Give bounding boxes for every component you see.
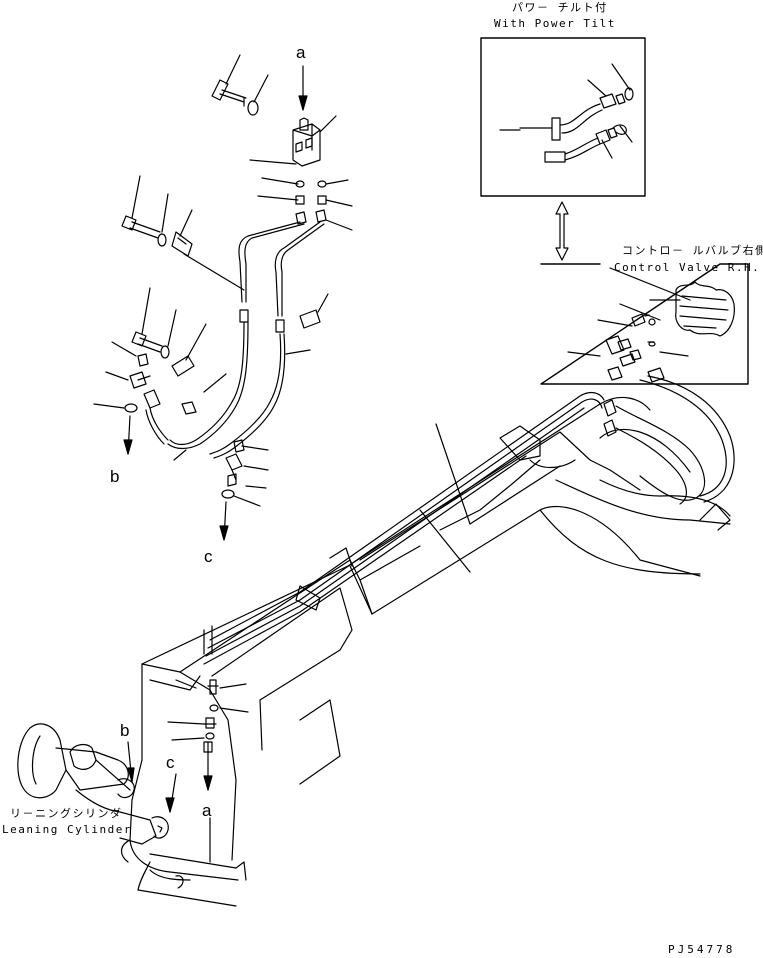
lower-fittings <box>168 680 248 752</box>
boom-tubes <box>204 376 734 664</box>
callout-arrows <box>124 66 307 812</box>
tee-fittings <box>174 440 268 506</box>
hoses <box>144 222 324 458</box>
leaning-cylinder <box>18 724 168 844</box>
callout-b-cylinder: b <box>120 721 130 740</box>
callout-c-cylinder: c <box>166 753 175 772</box>
callout-a-bottom: a <box>202 801 212 820</box>
leaning-cylinder-label-jp: リ－ニングシリンダ <box>10 807 123 820</box>
callout-a-top: a <box>296 43 306 62</box>
control-valve-title-en: Control Valve R.H. <box>614 261 761 274</box>
link-arrow <box>556 202 568 260</box>
callout-c-left: c <box>204 547 213 566</box>
valve-assembly <box>212 55 352 230</box>
power-tilt-title-en: With Power Tilt <box>494 17 616 30</box>
clamp-parts <box>94 176 328 412</box>
drawing-code: PJ54778 <box>668 943 736 956</box>
power-tilt-inset <box>481 38 645 196</box>
callout-b-left: b <box>110 467 120 486</box>
control-valve-inset <box>541 264 748 384</box>
power-tilt-title-jp: パワ－ チルト付 <box>512 1 608 14</box>
control-valve-title-jp: コントロ－ ルバルブ右側 <box>622 244 763 257</box>
leaning-cylinder-label-en: Leaning Cylinder <box>2 823 132 836</box>
